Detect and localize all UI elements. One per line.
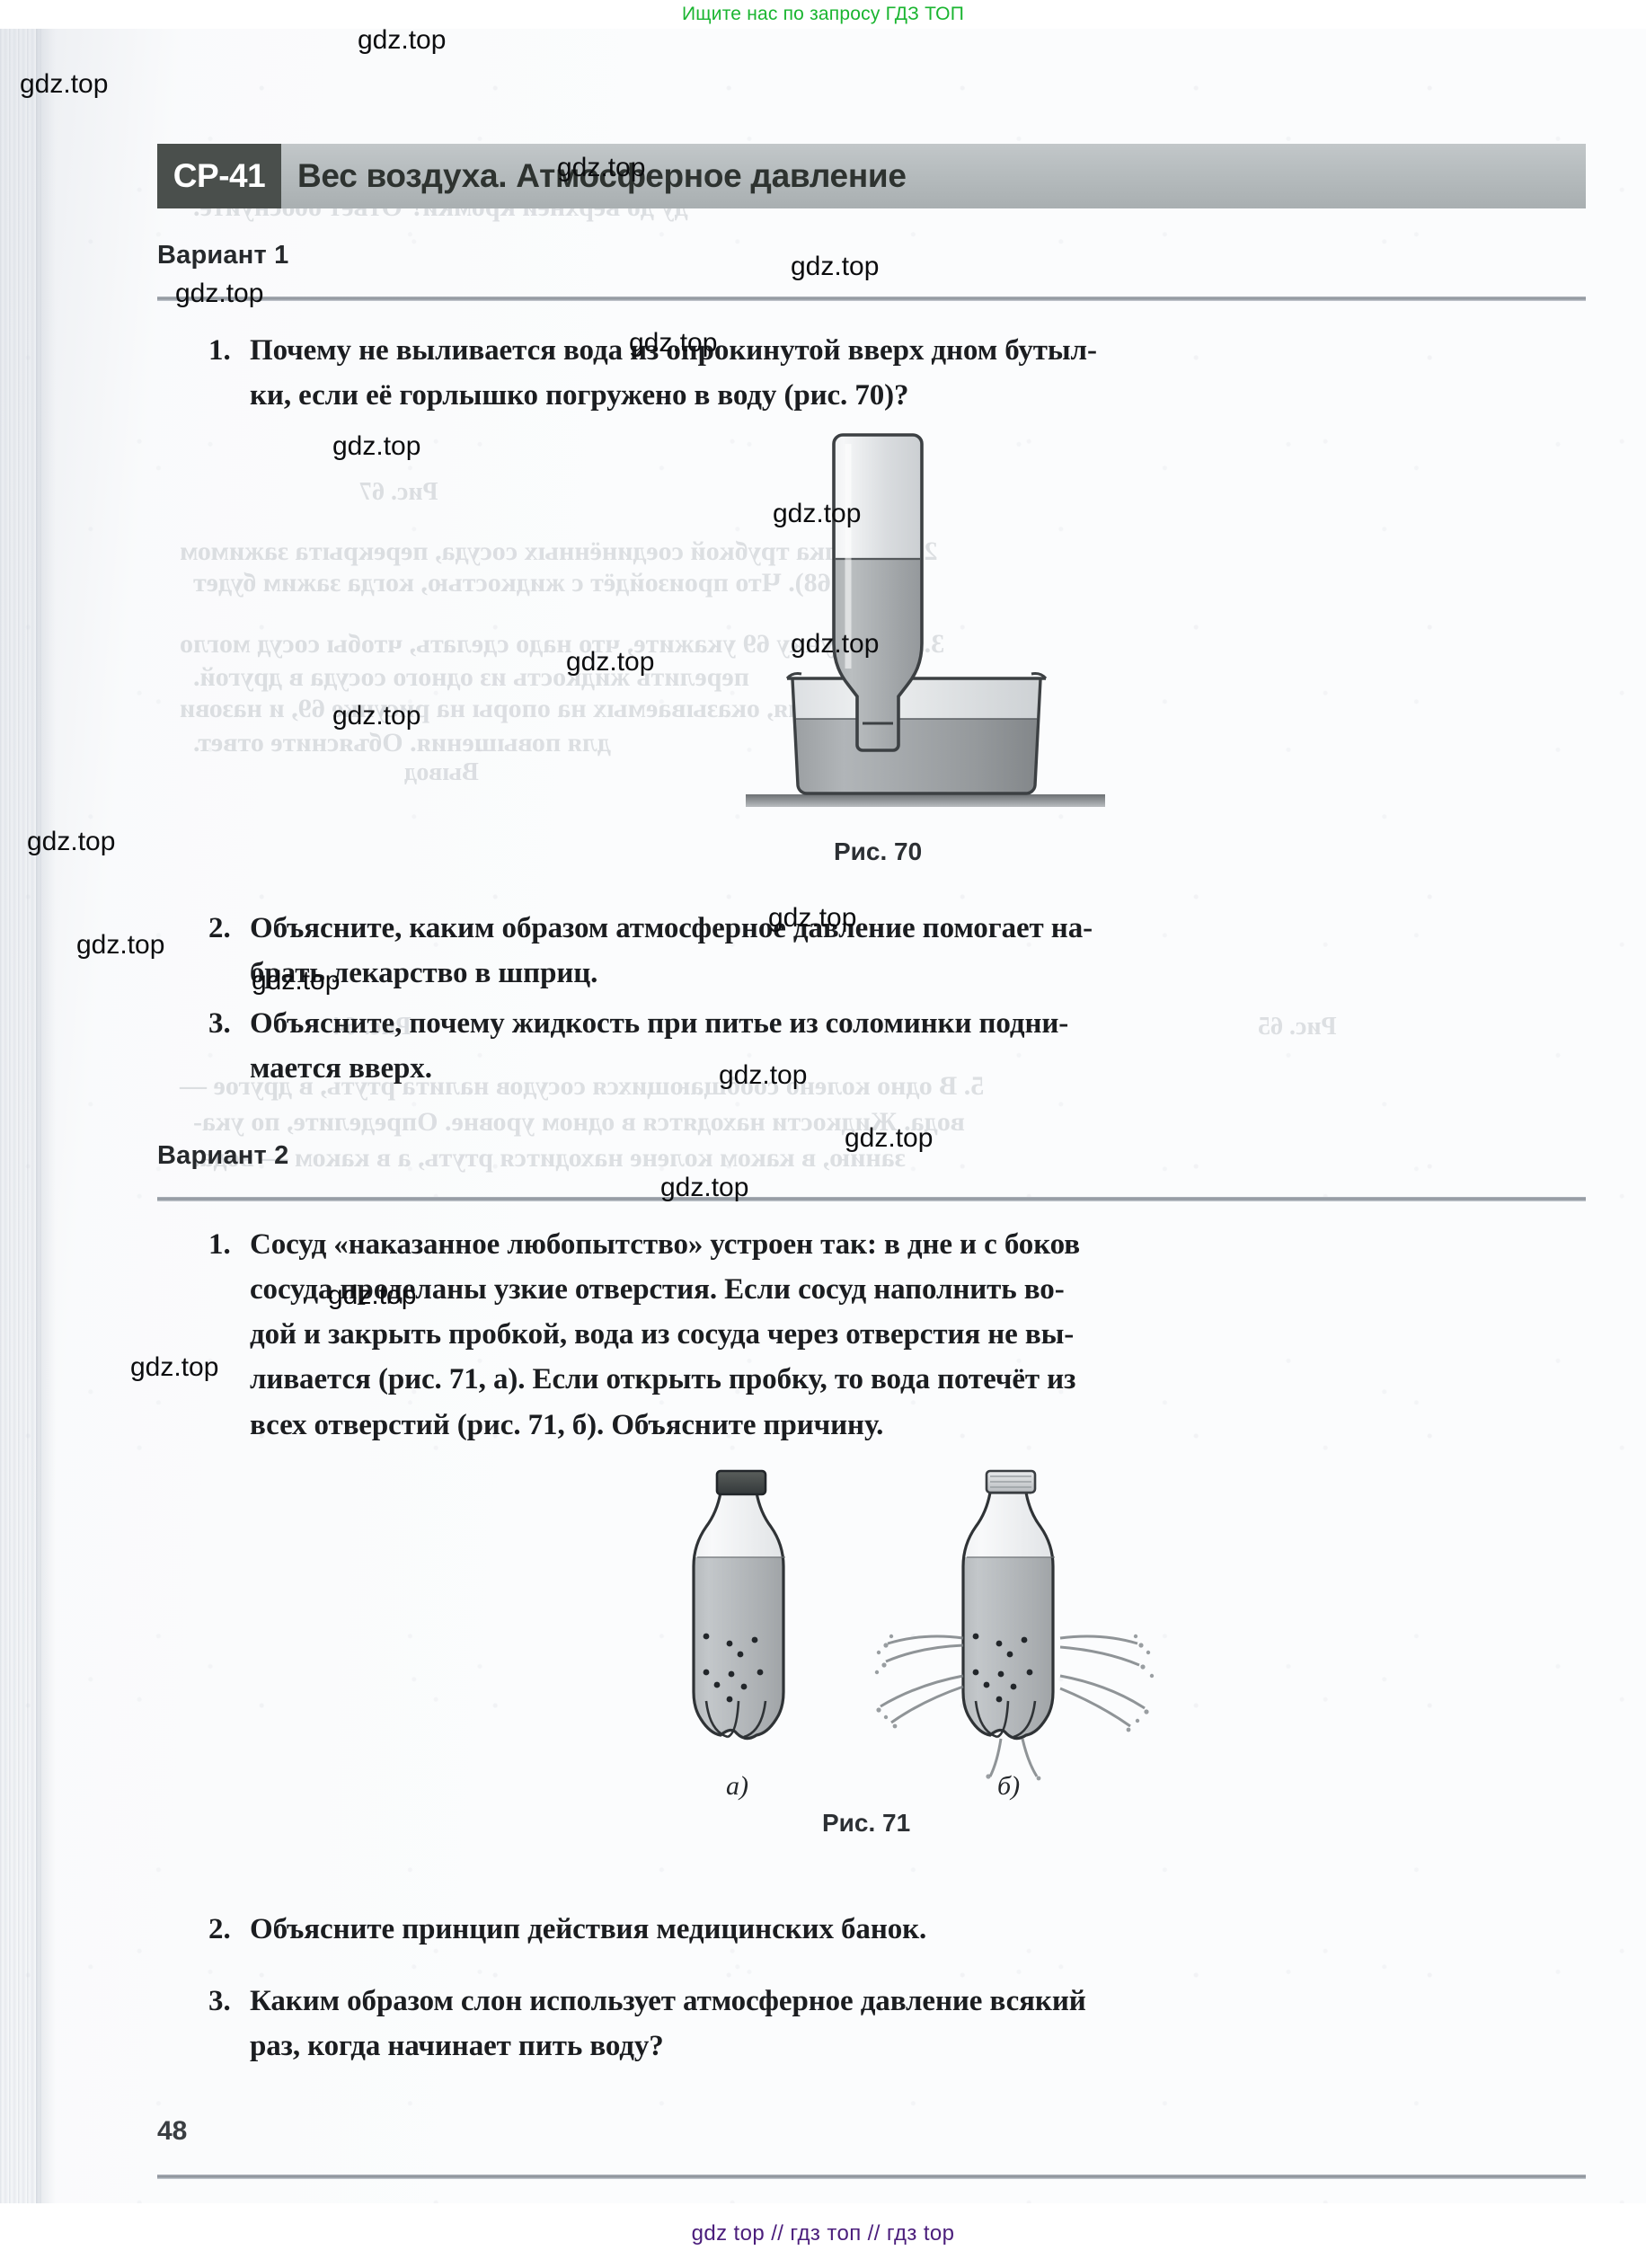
figure-71: а): [620, 1460, 1177, 1837]
question-number: 2.: [208, 1913, 231, 1945]
figure-71-label-a: а): [726, 1771, 748, 1801]
bottle-a-holes: [703, 1633, 764, 1703]
bleed-through-text: Вывод: [404, 758, 479, 786]
figure-70-caption: Рис. 70: [834, 837, 923, 865]
question-v1-1: 1. Почему не выливается вода из опрокину…: [208, 328, 1597, 418]
variant-2-heading: Вариант 2: [157, 1141, 289, 1170]
spray-droplets: [874, 1634, 1155, 1781]
question-number: 3.: [208, 1985, 231, 2017]
figure-70-illustration: [746, 433, 1105, 807]
question-number: 1.: [208, 334, 231, 367]
bleed-through-text: Рис. 67: [359, 478, 438, 506]
question-v1-2: 2. Объясните, каким образом атмосферное …: [208, 906, 1597, 996]
promo-banner: Ищите нас по запросу ГДЗ ТОП: [682, 4, 964, 24]
figure-71-caption: Рис. 71: [822, 1809, 911, 1837]
variant-1-rule: [157, 297, 1586, 301]
question-number: 2.: [208, 912, 231, 944]
page-bottom-rule: [157, 2175, 1586, 2179]
bottle-b-holes: [972, 1633, 1033, 1703]
question-number: 3.: [208, 1007, 231, 1040]
question-number: 1.: [208, 1228, 231, 1261]
variant-2-rule: [157, 1197, 1586, 1201]
section-title: Вес воздуха. Атмосферное давление: [297, 157, 907, 194]
section-header-bar: СР-41 Вес воздуха. Атмосферное давление: [157, 144, 1586, 208]
bottle-a-cap: [715, 1469, 767, 1496]
question-text: Объясните принцип действия медицинских б…: [250, 1913, 927, 1945]
table-surface: [746, 794, 1105, 807]
variant-1-heading: Вариант 1: [157, 241, 289, 270]
water-jets: [880, 1635, 1146, 1777]
question-v2-3: 3. Каким образом слон использует атмосфе…: [208, 1979, 1597, 2069]
figure-71-illustration: а): [692, 1469, 1155, 1801]
question-v2-1: 1. Сосуд «наказанное любопытство» устрое…: [208, 1222, 1597, 1448]
bleed-through-text: занию, в каком колене находится ртуть, а…: [193, 1143, 906, 1173]
bottle-a-capped: [692, 1469, 785, 1741]
question-text: Почему не выливается вода из опрокинутой…: [250, 334, 1097, 412]
bottle-b-uncapped: [874, 1469, 1155, 1781]
question-text: Сосуд «наказанное любопытство» устроен т…: [250, 1228, 1080, 1441]
scan-binding-shadow: [36, 29, 56, 2203]
page-number: 48: [157, 2116, 188, 2146]
question-text: Объясните, почему жидкость при питье из …: [250, 1007, 1069, 1085]
question-text: Каким образом слон использует атмосферно…: [250, 1985, 1086, 2063]
question-v1-3: 3. Объясните, почему жидкость при питье …: [208, 1001, 1597, 1091]
scan-binding-edge: [0, 29, 41, 2203]
bleed-through-text: перелить жидкость из одного сосуда в дру…: [193, 662, 749, 692]
bleed-through-text: для повышения. Объясните ответ.: [193, 728, 611, 757]
section-code-badge: СР-41: [157, 144, 281, 208]
question-v2-2: 2. Объясните принцип действия медицински…: [208, 1907, 1597, 1952]
footer-site-strip: gdz top // гдз топ // гдз top: [691, 2221, 955, 2246]
bleed-through-text: вода. Жидкости находятся в одном уровне.…: [193, 1107, 965, 1137]
question-text: Объясните, каким образом атмосферное дав…: [250, 912, 1093, 990]
figure-71-label-b: б): [997, 1771, 1020, 1801]
figure-70: Рис. 70: [737, 422, 1114, 865]
